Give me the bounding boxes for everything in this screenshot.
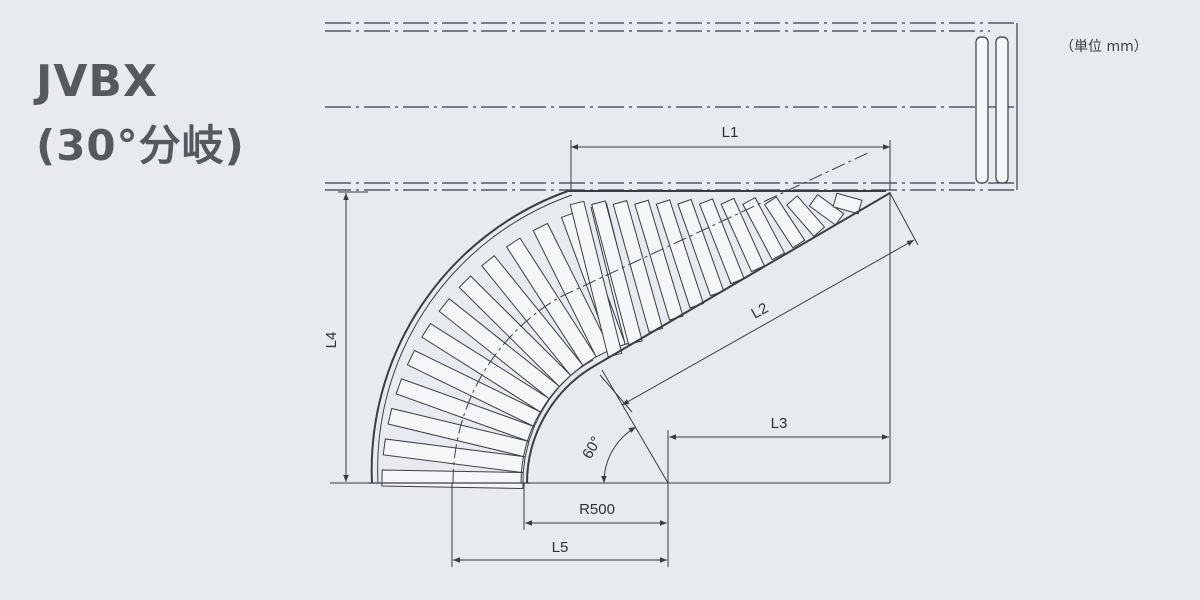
branch-roller [532, 222, 612, 358]
branch-roller [832, 192, 863, 215]
main-conveyor-end-roller [995, 36, 1009, 184]
branch-centerline [452, 151, 871, 484]
branch-inner-rail-inner [520, 359, 594, 484]
l2-extension-top [889, 192, 919, 246]
dimension-label-r500: R500 [579, 501, 615, 518]
main-conveyor-end-roller [975, 36, 989, 184]
unit-note: （単位 mm） [1060, 39, 1148, 55]
branch-outer-rail-inner [377, 194, 573, 484]
branch-roller [406, 349, 542, 428]
dimension-label-l1: L1 [722, 124, 739, 141]
model-title: JVBX [36, 56, 158, 107]
dimension-label-l2: L2 [748, 300, 771, 323]
branch-roller [808, 193, 845, 226]
dimension-lines [330, 140, 919, 567]
dimension-label-l4: L4 [323, 332, 340, 349]
branch-conveyor [368, 151, 891, 489]
dimension-label-l3: L3 [771, 415, 788, 432]
model-subtitle: (30°分岐) [36, 121, 245, 170]
main-conveyor [325, 22, 1018, 191]
l2-dimension-line [621, 239, 915, 406]
angle-reference-line [601, 369, 669, 484]
branch-roller [786, 195, 826, 237]
dimension-label-angle: 60° [579, 434, 605, 462]
branch-roller [395, 378, 535, 443]
branch-roller [505, 237, 597, 367]
branch-rollers [381, 192, 863, 489]
dimension-label-l5: L5 [552, 539, 569, 556]
branch-outer-rail [370, 190, 886, 484]
branch-inner-rail [526, 192, 891, 484]
angle-arc [601, 426, 637, 484]
